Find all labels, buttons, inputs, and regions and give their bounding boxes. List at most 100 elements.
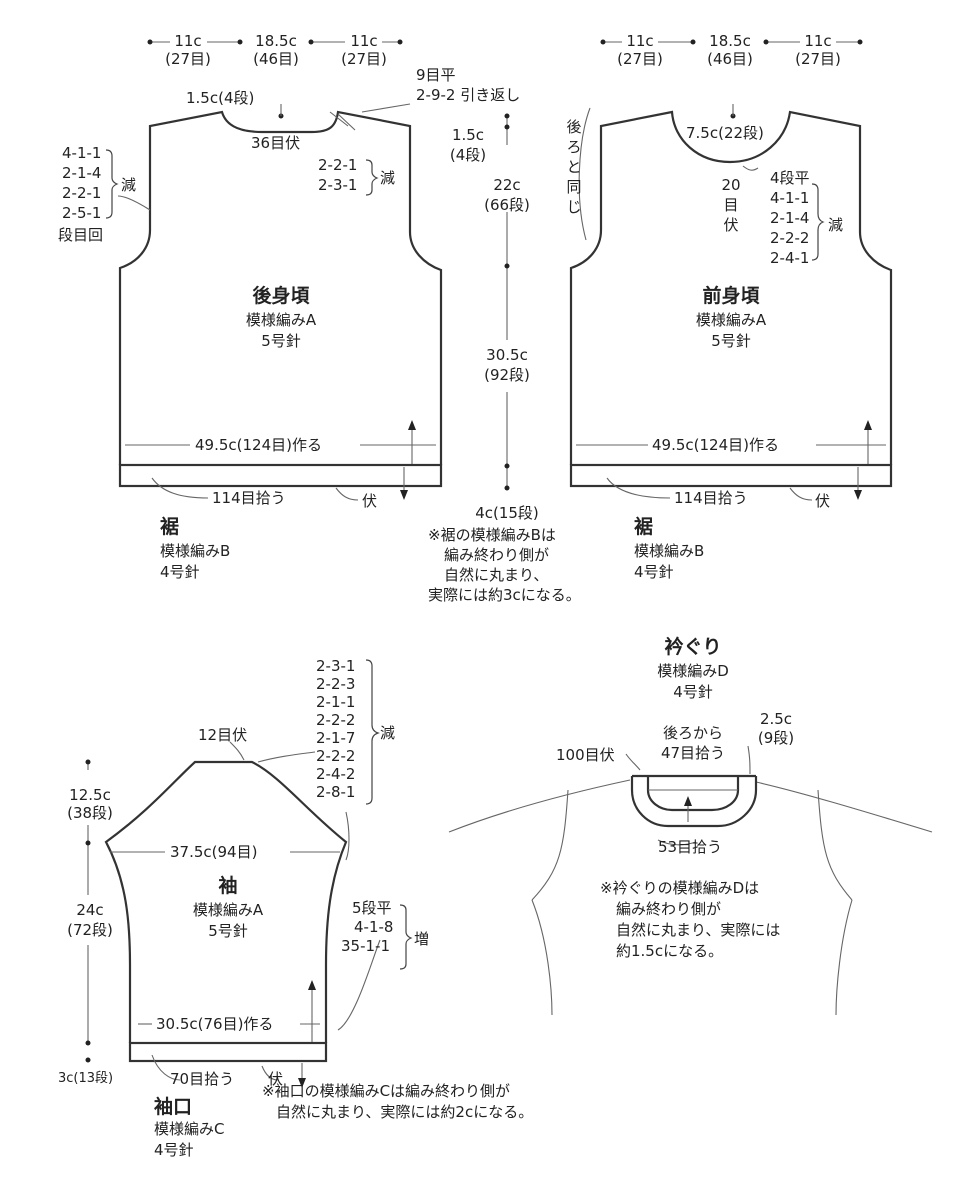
sleeve-cap-dec-2: 2-2-3 [316, 675, 355, 693]
front-hem-title: 裾 [634, 515, 653, 538]
sleeve-cast-on: 30.5c(76目)作る [156, 1015, 273, 1033]
center-seg3-rows: (92段) [484, 366, 530, 384]
back-hem-label: 裾 模様編みB 4号針 [160, 515, 230, 581]
sleeve-outline [104, 760, 348, 1043]
front-same-char-2: ろ [566, 138, 581, 156]
back-cast-on: 49.5c(124目)作る [195, 436, 322, 454]
neckband-back-pickup-2: 47目拾う [661, 744, 725, 762]
sleeve-cap-dec-1: 2-3-1 [316, 657, 355, 675]
neckband: 衿ぐり 模様編みD 4号針 後ろから 47目拾う 100目伏 2.5c (9段)… [448, 635, 933, 1016]
back-hem-pattern: 模様編みB [160, 542, 230, 560]
neckband-note-3: 自然に丸まり、実際には [616, 921, 780, 939]
front-pick-up: 114目拾う [674, 489, 748, 507]
back-width-1-value: 11c [174, 32, 201, 50]
front-width-3-stitches: (27目) [795, 50, 841, 68]
back-body: 1.5c(4段) 36目伏 9目平 2-9-2 引き返し 2-2-1 2-3-1… [58, 66, 520, 510]
back-neck-bind-off: 36目伏 [251, 134, 300, 152]
back-armhole-dec-2: 2-1-4 [62, 164, 101, 182]
sleeve-width: 37.5c(94目) [170, 843, 257, 861]
center-length-measures: 1.5c (4段) 22c (66段) 30.5c (92段) 4c(15段) … [428, 113, 581, 604]
front-neck-depth: 7.5c(22段) [686, 124, 764, 142]
back-title: 後身頃 [252, 284, 310, 307]
front-width-2-value: 18.5c [709, 32, 751, 50]
front-neck-bind-char-1: 目 [723, 196, 738, 214]
front-same-as-back: 後 ろ と 同 じ [566, 118, 581, 216]
center-seg3-value: 30.5c [486, 346, 528, 364]
front-neck-bind-char-2: 伏 [723, 216, 738, 234]
sleeve-cap-height-value: 12.5c [69, 786, 111, 804]
back-hem-needle: 4号針 [160, 563, 200, 581]
front-pattern: 模様編みA [696, 311, 767, 329]
front-hem-label: 裾 模様編みB 4号針 [634, 515, 704, 581]
back-shoulder-flat: 9目平 [416, 66, 456, 84]
center-note-2: 編み終わり側が [444, 546, 549, 564]
center-seg2-rows: (66段) [484, 196, 530, 214]
neckband-bind: 100目伏 [556, 746, 615, 764]
front-width-1-value: 11c [626, 32, 653, 50]
sleeve-cap-dec-7: 2-4-2 [316, 765, 355, 783]
front-dec-label: 減 [828, 216, 843, 234]
sleeve-needle: 5号針 [208, 922, 248, 940]
neckband-title: 衿ぐり [664, 635, 721, 658]
front-flat: 4段平 [770, 169, 810, 187]
back-neck-dec-label: 減 [380, 169, 395, 187]
back-width-labels: 11c (27目) 18.5c (46目) 11c (27目) [147, 32, 403, 68]
neckband-inner [646, 776, 740, 812]
neckband-note-1: ※衿ぐりの模様編みDは [600, 879, 759, 897]
front-neck-dec-4: 2-4-1 [770, 249, 809, 267]
front-body: 後 ろ と 同 じ 7.5c(22段) 20 目 伏 4段平 4-1-1 2-1… [566, 104, 893, 510]
back-armhole-dec-label: 減 [121, 176, 136, 194]
sleeve-cuff-height: 3c(13段) [58, 1071, 113, 1086]
sleeve-body-height-value: 24c [76, 901, 103, 919]
front-cast-on: 49.5c(124目)作る [652, 436, 779, 454]
neckband-note-2: 編み終わり側が [616, 900, 721, 918]
front-bind: 伏 [815, 492, 830, 510]
cuff-label: 袖口 模様編みC 4号針 ※袖口の模様編みCは編み終わり側が 自然に丸まり、実際… [154, 1082, 533, 1159]
back-hem-title: 裾 [160, 515, 179, 538]
front-neck-dec-1: 4-1-1 [770, 189, 809, 207]
front-neck-bind-num: 20 [721, 176, 740, 194]
cuff-needle: 4号針 [154, 1141, 194, 1159]
center-seg2-value: 22c [493, 176, 520, 194]
sleeve-title: 袖 [218, 874, 237, 897]
sleeve-inc-3: 35-1-1 [341, 937, 390, 955]
back-row-header: 段目回 [58, 226, 103, 244]
neckband-height-rows: (9段) [758, 729, 794, 747]
sleeve-cap-dec-5: 2-1-7 [316, 729, 355, 747]
front-hem-needle: 4号針 [634, 563, 674, 581]
sleeve-cap-height-rows: (38段) [67, 804, 113, 822]
center-seg4: 4c(15段) [475, 504, 539, 522]
sleeve-cap-dec-4: 2-2-2 [316, 711, 355, 729]
sleeve-cap-bind: 12目伏 [198, 726, 247, 744]
back-hem-band [118, 463, 443, 488]
center-note-3: 自然に丸まり、 [444, 566, 548, 584]
back-armhole-dec-1: 4-1-1 [62, 144, 101, 162]
back-width-3-stitches: (27目) [341, 50, 387, 68]
garment-silhouette [448, 779, 933, 833]
front-width-labels: 11c (27目) 18.5c (46目) 11c (27目) [600, 32, 863, 68]
cuff-note-1: ※袖口の模様編みCは編み終わり側が [262, 1082, 510, 1100]
center-seg1-value: 1.5c [452, 126, 484, 144]
back-width-2-stitches: (46目) [253, 50, 299, 68]
back-pick-up: 114目拾う [212, 489, 286, 507]
front-neck-dec-3: 2-2-2 [770, 229, 809, 247]
cuff-note-2: 自然に丸まり、実際には約2cになる。 [276, 1103, 533, 1121]
center-note-1: ※裾の模様編みBは [428, 526, 556, 544]
neckband-note-4: 約1.5cになる。 [616, 942, 723, 960]
sleeve-bind: 伏 [268, 1070, 283, 1088]
neckband-back-pickup-1: 後ろから [663, 724, 723, 742]
front-same-char-1: 後 [566, 118, 581, 136]
back-neck-dec-1: 2-2-1 [318, 156, 357, 174]
sleeve-dec-label: 減 [380, 724, 395, 742]
sleeve-inc-2: 4-1-8 [354, 918, 393, 936]
front-same-char-4: 同 [566, 178, 581, 196]
back-armhole-dec-4: 2-5-1 [62, 204, 101, 222]
back-width-1-stitches: (27目) [165, 50, 211, 68]
sleeve-pick-up: 70目拾う [170, 1070, 234, 1088]
neckband-front-pickup: 53目拾う [658, 838, 722, 856]
front-body-outline [569, 110, 893, 465]
sleeve-inc-label: 増 [414, 930, 429, 948]
sleeve-inc-1: 5段平 [352, 899, 392, 917]
back-neck-dec-2: 2-3-1 [318, 176, 357, 194]
